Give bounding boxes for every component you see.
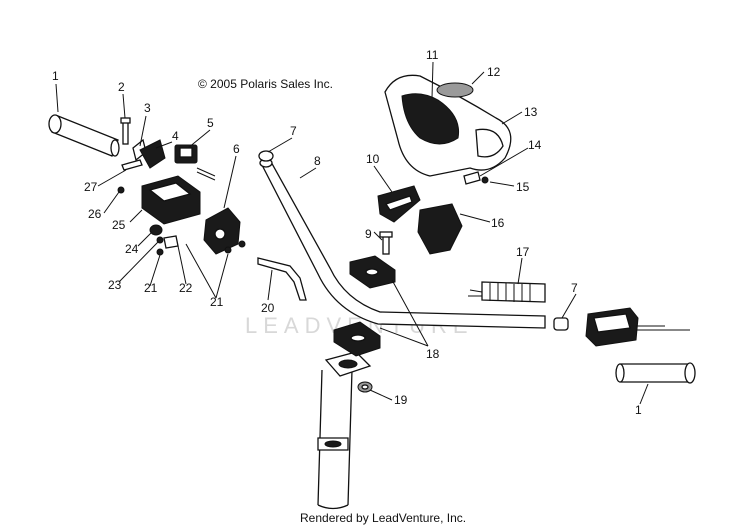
callout-8: 8: [314, 154, 321, 168]
heated-grip-element: [468, 281, 546, 303]
callout-16: 16: [491, 216, 505, 230]
callout-13: 13: [524, 105, 538, 119]
grip-right: [615, 362, 696, 384]
callout-7-right: 7: [571, 281, 578, 295]
callout-4: 4: [172, 129, 179, 143]
end-cap-right: [553, 317, 569, 331]
grip-left: [48, 114, 120, 157]
cap-22: [163, 235, 179, 249]
callout-26: 26: [88, 207, 102, 221]
handlebar-pod-13: [384, 74, 512, 177]
callout-7-left: 7: [290, 124, 297, 138]
callout-15: 15: [516, 180, 530, 194]
screw-23: [156, 236, 164, 244]
callout-17: 17: [516, 245, 530, 259]
callout-25: 25: [112, 218, 126, 232]
callout-21-left: 21: [144, 281, 158, 295]
callout-12: 12: [487, 65, 501, 79]
switch-5: [174, 144, 216, 181]
nut-19: [357, 381, 373, 393]
leader-lines: [55, 61, 649, 405]
screw-26: [117, 186, 125, 194]
callout-2: 2: [118, 80, 125, 94]
knob-24: [149, 224, 163, 236]
callout-10: 10: [366, 152, 380, 166]
callout-19: 19: [394, 393, 408, 407]
callout-11: 11: [426, 48, 439, 62]
decal-12: [436, 82, 474, 98]
callout-23: 23: [108, 278, 122, 292]
callout-20: 20: [261, 301, 275, 315]
copyright-text: © 2005 Polaris Sales Inc.: [198, 77, 333, 91]
callout-14: 14: [528, 138, 542, 152]
switch-housing-25: [141, 175, 201, 225]
end-cap-left: [258, 150, 274, 162]
steering-post-clamp-lower: [317, 437, 349, 451]
cover-10: [377, 185, 421, 223]
throttle-housing: [585, 307, 690, 347]
callout-22: 22: [179, 281, 193, 295]
callout-21-right: 21: [210, 295, 224, 309]
callout-labels: 1 2 3 4 5 6 7 8 9 10 11 12 13 14 15 16 1…: [52, 48, 642, 417]
callout-18: 18: [426, 347, 440, 361]
callout-6: 6: [233, 142, 240, 156]
callout-1-left: 1: [52, 69, 59, 83]
callout-9: 9: [365, 227, 372, 241]
cable-20: [257, 257, 307, 301]
footer-credit: Rendered by LeadVenture, Inc.: [300, 511, 466, 525]
screw-14-15: [463, 171, 489, 185]
switch-cover-6: [203, 207, 241, 255]
steering-post-bracket: [324, 351, 372, 377]
screw-21: [156, 240, 246, 256]
cover-16: [417, 203, 463, 255]
callout-24: 24: [125, 242, 139, 256]
bolt-9: [379, 231, 393, 255]
bolt-2: [120, 117, 131, 145]
callout-27: 27: [84, 180, 98, 194]
handlebar-clamp-upper: [349, 255, 396, 289]
callout-1-right: 1: [635, 403, 642, 417]
callout-5: 5: [207, 116, 214, 130]
handlebar-clamp-lower: [333, 321, 381, 357]
callout-3: 3: [144, 101, 151, 115]
